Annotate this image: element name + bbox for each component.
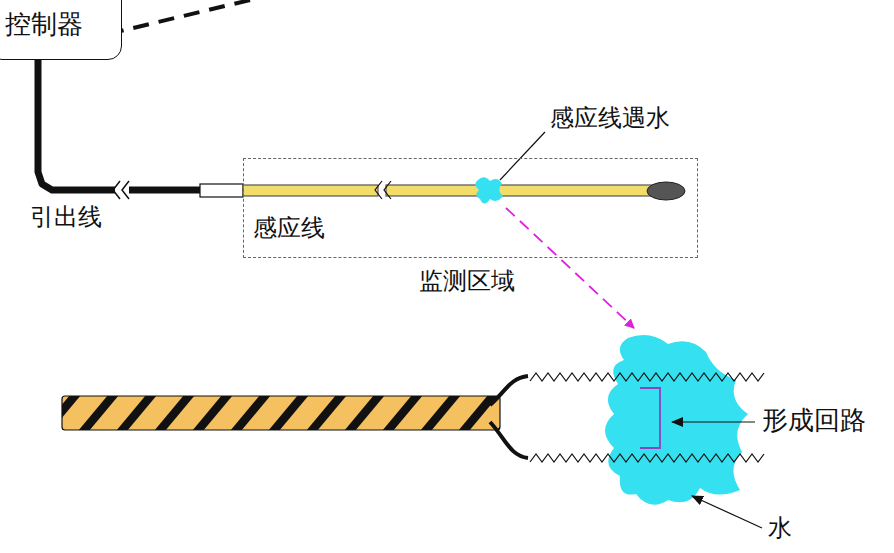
leader-line bbox=[672, 421, 755, 422]
part-label: 感应线遇水 bbox=[550, 104, 670, 133]
region-label: 监测区域 bbox=[419, 267, 515, 296]
rope-stripe bbox=[382, 396, 423, 430]
part-label: 引出线 bbox=[30, 203, 102, 232]
part-label: 感应线 bbox=[253, 214, 325, 243]
break-mark bbox=[384, 181, 391, 199]
sensor-wire bbox=[386, 185, 656, 196]
rope-stripe bbox=[230, 396, 271, 430]
rope-stripe bbox=[78, 396, 119, 430]
sensing-trace bbox=[530, 373, 764, 381]
node-label: 控制器 bbox=[5, 9, 121, 40]
sensor-wire bbox=[243, 185, 378, 196]
water-drop bbox=[475, 177, 503, 203]
rope-stripe bbox=[496, 396, 500, 430]
lead-wire bbox=[38, 60, 243, 190]
monitoring-region: 监测区域 bbox=[243, 158, 698, 258]
part-label: 形成回路 bbox=[762, 405, 866, 436]
water bbox=[605, 335, 748, 505]
break-gap bbox=[115, 180, 129, 200]
rope-stripe bbox=[192, 396, 233, 430]
break-mark bbox=[122, 181, 129, 199]
break-mark bbox=[113, 181, 120, 199]
connector-sleeve bbox=[200, 184, 243, 197]
signal-line bbox=[108, 0, 250, 34]
sensing-trace bbox=[530, 454, 764, 462]
part-label: 水 bbox=[768, 514, 792, 543]
wire-conductor bbox=[490, 376, 528, 405]
controller-box: 控制器 bbox=[0, 0, 122, 60]
rope-stripe bbox=[62, 396, 81, 430]
zoom-arrow bbox=[506, 208, 634, 328]
leader-line bbox=[692, 496, 762, 528]
leader-line bbox=[500, 132, 545, 180]
rope-stripe bbox=[458, 396, 499, 430]
wire-conductor bbox=[490, 422, 528, 458]
rope-stripe bbox=[154, 396, 195, 430]
wire-end-cap bbox=[647, 182, 685, 200]
rope-stripe bbox=[306, 396, 347, 430]
rope-stripe bbox=[268, 396, 309, 430]
rope-stripe bbox=[420, 396, 461, 430]
rope-stripe bbox=[116, 396, 157, 430]
twisted-wire bbox=[62, 396, 500, 430]
loop-bracket bbox=[640, 388, 660, 448]
rope-stripe bbox=[344, 396, 385, 430]
break-mark bbox=[375, 181, 382, 199]
